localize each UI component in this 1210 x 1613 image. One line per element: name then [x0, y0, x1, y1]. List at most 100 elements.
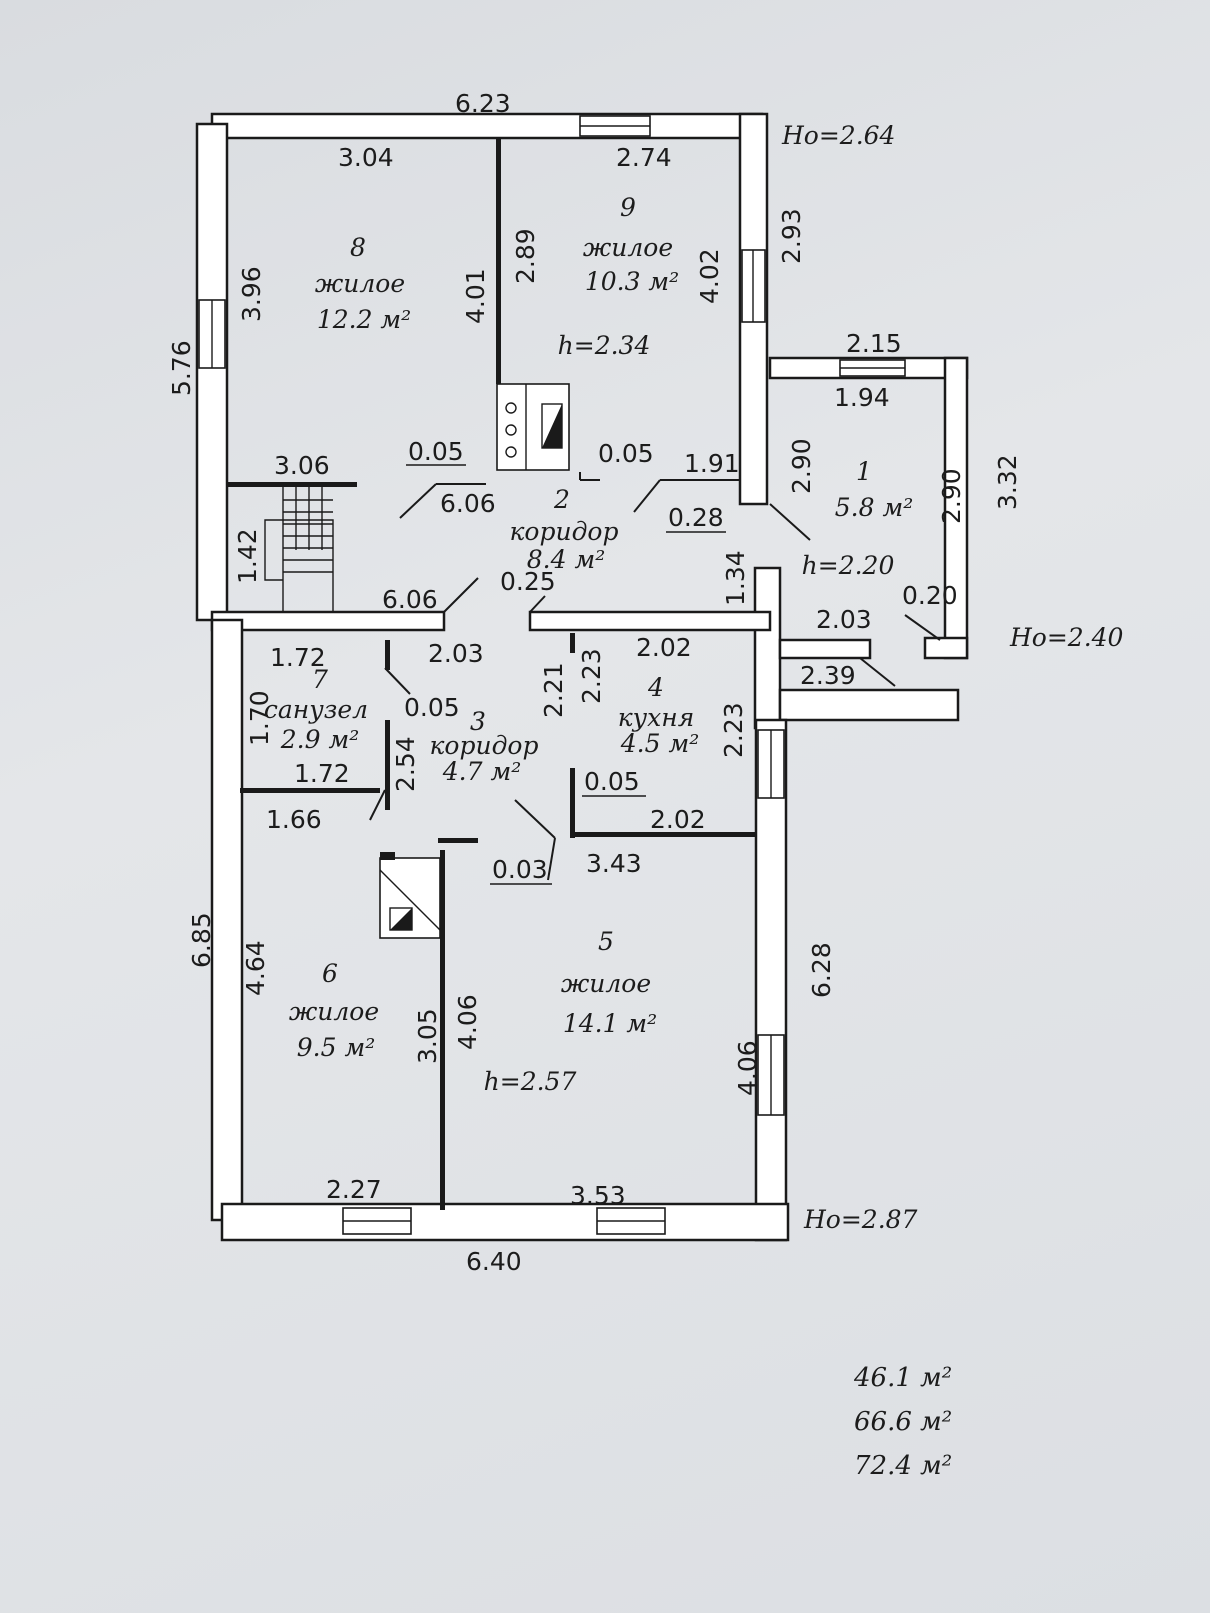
- total-general-area: 66.6 м²: [854, 1407, 952, 1437]
- dim-2-15: 2.15: [846, 329, 902, 358]
- door-corridor: [443, 577, 479, 613]
- dim-2-21: 2.21: [539, 662, 568, 718]
- wall-kitchen-top: [570, 633, 575, 653]
- dim-4-01: 4.01: [461, 268, 490, 324]
- dim-3-96: 3.96: [237, 266, 266, 322]
- dim-6-23: 6.23: [455, 89, 511, 118]
- dim-2-03-a: 2.03: [816, 605, 872, 634]
- dim-2-54: 2.54: [391, 736, 420, 792]
- wall-left-upper: [195, 122, 229, 622]
- dimensions: 6.23 3.04 2.74 2.93 3.96 5.76 4.01 2.89 …: [167, 89, 1022, 1276]
- stairs-outline: [264, 519, 334, 612]
- room-6-number: 6: [322, 959, 338, 988]
- dim-0-05-d: 0.05: [584, 767, 640, 796]
- room-6-name: жилое: [289, 997, 379, 1026]
- door-room-7: [384, 667, 411, 695]
- door-porch: [769, 503, 811, 541]
- room-4-number: 4: [647, 673, 664, 702]
- room-height-top: h=2.34: [558, 331, 651, 360]
- dim-6-06-b: 6.06: [382, 585, 438, 614]
- wall-partition-7: [240, 788, 380, 793]
- room-6-area: 9.5 м²: [297, 1033, 375, 1062]
- dim-6-85: 6.85: [187, 912, 216, 968]
- wall-porch-left: [753, 566, 782, 730]
- dim-2-39: 2.39: [800, 661, 856, 690]
- dim-4-64: 4.64: [241, 940, 270, 996]
- area-totals: 46.1 м² 66.6 м² 72.4 м²: [853, 1363, 952, 1481]
- wall-left-lower: [210, 618, 244, 1222]
- room-3-area: 4.7 м²: [442, 757, 521, 786]
- dim-0-25: 0.25: [500, 567, 556, 596]
- dim-3-53: 3.53: [570, 1181, 626, 1210]
- wall-porch-bottom: [923, 636, 969, 660]
- dim-4-02: 4.02: [695, 248, 724, 304]
- dim-0-28: 0.28: [668, 503, 724, 532]
- dim-2-23-b: 2.23: [719, 702, 748, 758]
- wall-bottom: [220, 1202, 790, 1242]
- wall-kitchen-bottom: [570, 832, 756, 837]
- wall-right-lower: [754, 718, 788, 1242]
- room-5-name: жилое: [561, 969, 651, 998]
- dim-1-66: 1.66: [266, 805, 322, 834]
- wall-porch-step: [778, 688, 960, 722]
- doors: [369, 472, 941, 881]
- room-2-number: 2: [553, 485, 570, 514]
- room-1-number: 1: [856, 457, 872, 486]
- total-living-area: 46.1 м²: [853, 1363, 952, 1393]
- dim-2-90-b: 2.90: [937, 468, 966, 524]
- dim-2-93: 2.93: [777, 208, 806, 264]
- wall-partition-7-door: [385, 640, 390, 670]
- wall-partition-8-9: [496, 138, 501, 384]
- dim-3-06: 3.06: [274, 451, 330, 480]
- dim-2-02-b: 2.02: [650, 805, 706, 834]
- windows: [198, 115, 906, 1235]
- room-3-name: коридор: [430, 731, 539, 760]
- dim-4-06-b: 4.06: [733, 1040, 762, 1096]
- dim-6-28: 6.28: [807, 942, 836, 998]
- stairs: [227, 482, 357, 612]
- room-5-area: 14.1 м²: [563, 1009, 657, 1038]
- dim-6-40: 6.40: [466, 1247, 522, 1276]
- dim-3-43: 3.43: [586, 849, 642, 878]
- room-7-area: 2.9 м²: [280, 725, 359, 754]
- dim-0-03: 0.03: [492, 855, 548, 884]
- ceiling-height-bottom: Ho=2.87: [803, 1205, 918, 1234]
- room-8-name: жилое: [315, 269, 405, 298]
- dim-2-27: 2.27: [326, 1175, 382, 1204]
- room-7-number: 7: [312, 665, 328, 694]
- room-4-name: кухня: [618, 703, 695, 732]
- ceiling-heights: Ho=2.64 Ho=2.40 Ho=2.87: [781, 121, 1124, 1234]
- dim-0-20: 0.20: [902, 581, 958, 610]
- wall-porch-inner: [778, 638, 872, 660]
- wall-partition-7-right: [385, 720, 390, 810]
- room-9-area: 10.3 м²: [585, 267, 679, 296]
- room-height-bottom: h=2.57: [484, 1067, 577, 1096]
- dim-1-72-a: 1.72: [270, 643, 326, 672]
- dim-0-05-a: 0.05: [408, 437, 464, 466]
- dim-3-32: 3.32: [993, 454, 1022, 510]
- dim-2-74: 2.74: [616, 143, 672, 172]
- dim-2-90-a: 2.90: [787, 438, 816, 494]
- room-labels: 8 жилое 12.2 м² 9 жилое 10.3 м² h=2.34 1…: [264, 193, 913, 1096]
- room-9-number: 9: [620, 193, 636, 222]
- wall-middle-left: [210, 610, 446, 632]
- dim-3-05: 3.05: [413, 1008, 442, 1064]
- room-3-number: 3: [470, 707, 486, 736]
- dim-2-89: 2.89: [511, 228, 540, 284]
- wall-stove-top: [438, 838, 478, 843]
- dim-3-04: 3.04: [338, 143, 394, 172]
- room-7-name: санузел: [264, 695, 368, 724]
- dim-1-91: 1.91: [684, 449, 740, 478]
- dim-1-94: 1.94: [834, 383, 890, 412]
- dim-5-76: 5.76: [167, 340, 196, 396]
- door-room-4: [514, 799, 556, 839]
- dim-1-72-b: 1.72: [294, 759, 350, 788]
- door-porch-exit: [859, 657, 896, 687]
- total-full-area: 72.4 м²: [854, 1451, 952, 1481]
- dim-1-42: 1.42: [233, 528, 262, 584]
- dim-0-05-b: 0.05: [598, 439, 654, 468]
- room-5-number: 5: [598, 927, 614, 956]
- dim-1-70: 1.70: [245, 690, 274, 746]
- room-8-area: 12.2 м²: [317, 305, 411, 334]
